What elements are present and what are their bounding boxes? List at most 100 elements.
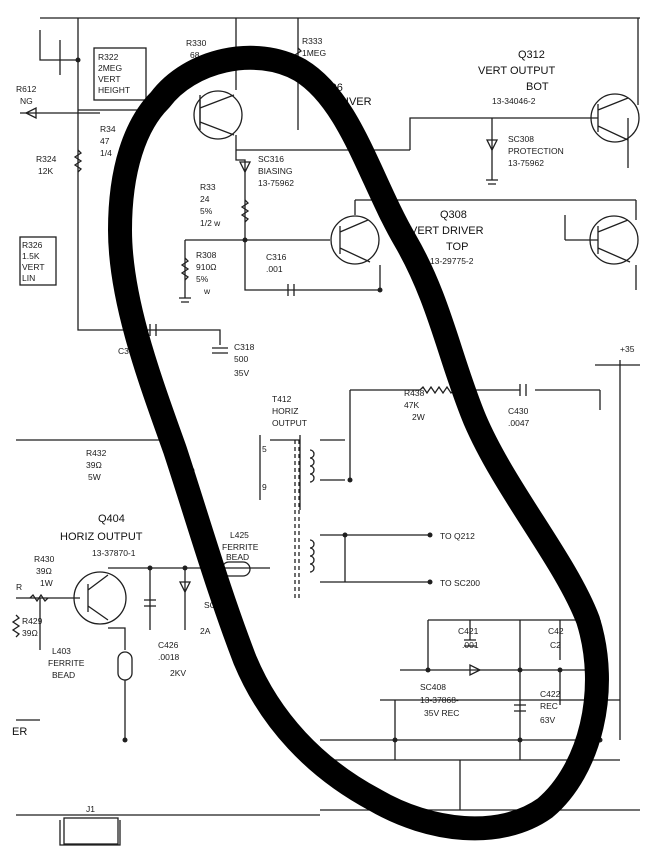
sc308-name: SC308 <box>508 134 534 144</box>
r430-value: 39Ω <box>36 566 52 576</box>
ground-symbol <box>486 175 498 185</box>
r333-name: R333 <box>302 36 323 46</box>
q308-name: Q308 <box>440 209 467 221</box>
r432-value: 39Ω <box>86 460 102 470</box>
component-labels: Q306 DRIVER 124-1 Q312 VERT OUTPUT BOT 1… <box>12 36 635 814</box>
r33-watt: 1/2 w <box>200 218 221 228</box>
transistor-q310-symbol <box>589 215 639 265</box>
r308-name: R308 <box>196 250 217 260</box>
t412-name: T412 <box>272 394 292 404</box>
transistor-q306-symbol <box>193 90 243 140</box>
diode-sc-symbol <box>178 581 192 594</box>
sc408-desc: 35V REC <box>424 708 459 718</box>
diode-sc308-symbol <box>485 139 499 152</box>
capacitor-c318-symbol <box>212 347 228 354</box>
transistor-q308-symbol <box>330 215 380 265</box>
t412-pin9: 9 <box>262 482 267 492</box>
l403-desc2: BEAD <box>52 670 75 680</box>
r308-value: 910Ω <box>196 262 217 272</box>
capacitor-c316-symbol <box>287 284 295 296</box>
diode-left-symbol <box>24 106 37 120</box>
capacitor-c314-symbol <box>149 324 157 336</box>
r322-name: R322 <box>98 52 119 62</box>
r34-name: R34 <box>100 124 116 134</box>
capacitor-c430-symbol <box>519 384 527 396</box>
r438-value: 47K <box>404 400 419 410</box>
diode-sc316-symbol <box>238 161 252 174</box>
l425-desc1: FERRITE <box>222 542 259 552</box>
resistor-r33-symbol <box>240 199 250 223</box>
capacitor-c421-symbol <box>464 639 476 647</box>
c314-name: C314 <box>118 346 139 356</box>
diode-sc408-symbol <box>469 663 482 677</box>
r432-watt: 5W <box>88 472 101 482</box>
r429-name: R429 <box>22 616 43 626</box>
c422-name: C422 <box>540 689 561 699</box>
sc-mid-name: SC <box>204 600 216 610</box>
r438-name: R438 <box>404 388 425 398</box>
c426-value: .0018 <box>158 652 180 662</box>
q404-desc: HORIZ OUTPUT <box>60 531 143 543</box>
sc408-part: 13-37868- <box>420 695 459 705</box>
q312-part: 13-34046-2 <box>492 96 536 106</box>
marker-annotation-loop <box>108 45 609 841</box>
resistor-r324-symbol <box>73 149 83 173</box>
capacitor-c422-symbol <box>514 704 526 712</box>
c430-value: .0047 <box>508 418 530 428</box>
c318-name: C318 <box>234 342 255 352</box>
transistor-q312-symbol <box>590 93 640 143</box>
r326-desc2: LIN <box>22 273 35 283</box>
sc308-desc: PROTECTION <box>508 146 564 156</box>
transformer-t412-coil-a <box>309 449 315 483</box>
box-r322 <box>93 47 147 101</box>
c42-value: C2 <box>550 640 561 650</box>
box-bottom-conn <box>63 817 119 845</box>
resistor-r430-symbol <box>29 593 49 603</box>
t412-pin5: 5 <box>262 444 267 454</box>
resistor-r308-symbol <box>180 257 190 281</box>
l425-desc2: BEAD <box>226 552 249 562</box>
bottom-connector-label: J1 <box>86 804 95 814</box>
r34-value: 47 <box>100 136 110 146</box>
q404-name: Q404 <box>98 513 125 525</box>
sc408-name: SC408 <box>420 682 446 692</box>
to-q212-label: TO Q212 <box>440 531 475 541</box>
r612-value: NG <box>20 96 33 106</box>
sc316-desc: BIASING <box>258 166 292 176</box>
r33-name: R33 <box>200 182 216 192</box>
r326-value: 1.5K <box>22 251 40 261</box>
c42-name: C42 <box>548 626 564 636</box>
r308-watt: w <box>203 286 211 296</box>
c316-value: .001 <box>266 264 283 274</box>
r33-value: 24 <box>200 194 210 204</box>
supply-label: +35 <box>620 344 635 354</box>
ground-symbol <box>179 290 191 303</box>
r33-tol: 5% <box>200 206 213 216</box>
capacitor-c426-symbol <box>144 599 156 607</box>
r430-name: R430 <box>34 554 55 564</box>
sc316-part: 13-75962 <box>258 178 294 188</box>
to-sc200-label: TO SC200 <box>440 578 480 588</box>
c422-value: REC <box>540 701 558 711</box>
r322-desc2: HEIGHT <box>98 85 130 95</box>
resistor-r429-symbol <box>11 614 21 638</box>
ferrite-bead-l403-symbol <box>117 651 133 681</box>
r330-value: 68 <box>190 50 200 60</box>
c421-value: .001 <box>462 640 479 650</box>
c316-name: C316 <box>266 252 287 262</box>
t412-desc1: HORIZ <box>272 406 298 416</box>
q312-desc: VERT OUTPUT <box>478 65 555 77</box>
r34-watt: 1/4 <box>100 148 112 158</box>
r322-value: 2MEG <box>98 63 122 73</box>
sc308-part: 13-75962 <box>508 158 544 168</box>
r324-name: R324 <box>36 154 57 164</box>
t412-desc2: OUTPUT <box>272 418 307 428</box>
l403-desc1: FERRITE <box>48 658 85 668</box>
r438-watt: 2W <box>412 412 425 422</box>
c422-volt: 63V <box>540 715 555 725</box>
sc316-name: SC316 <box>258 154 284 164</box>
q308-desc2: TOP <box>446 241 468 253</box>
c421-name: C421 <box>458 626 479 636</box>
l425-name: L425 <box>230 530 249 540</box>
